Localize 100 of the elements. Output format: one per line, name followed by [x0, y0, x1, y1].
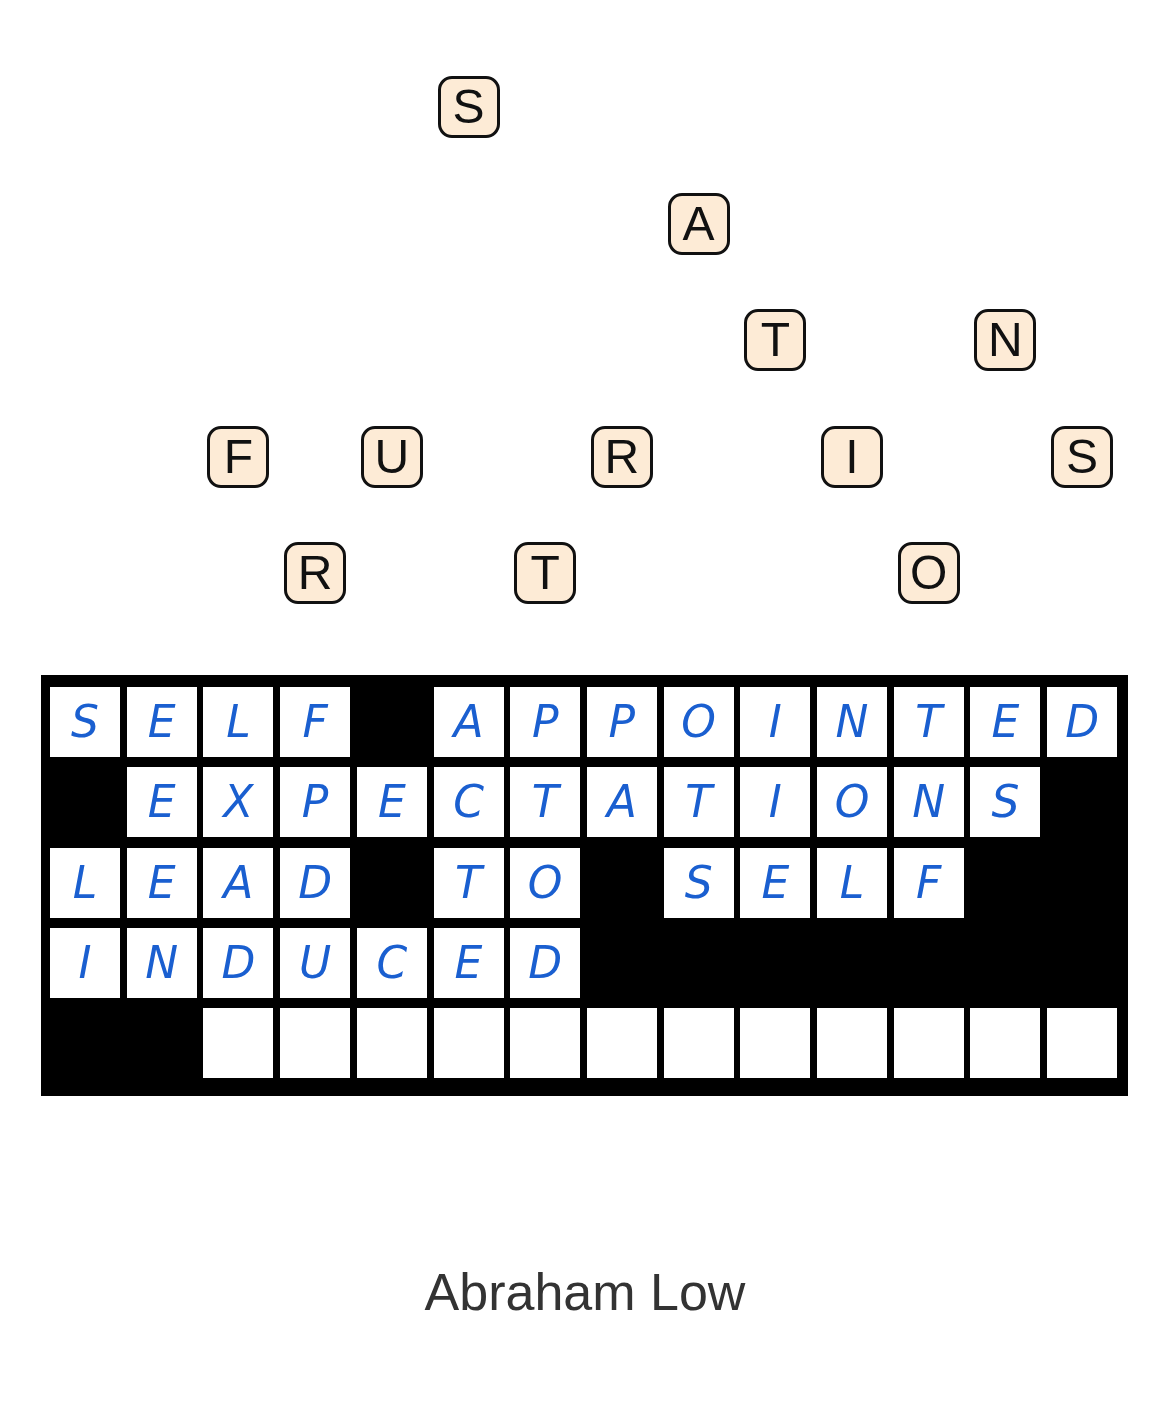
answer-cell	[126, 847, 197, 918]
answer-cell	[203, 767, 274, 838]
empty-answer-cell	[280, 1008, 351, 1079]
letter: T	[685, 780, 713, 825]
answer-cell	[356, 767, 427, 838]
letter-tile	[284, 542, 347, 604]
letter: E	[147, 700, 176, 744]
answer-cell	[126, 927, 197, 998]
answer-cell	[663, 767, 734, 838]
empty-answer-cell	[970, 1008, 1041, 1079]
empty-answer-cell	[510, 1008, 581, 1079]
letter-tile	[437, 76, 500, 138]
answer-cell	[893, 687, 964, 757]
answer-cell	[510, 847, 581, 918]
empty-answer-cell	[1047, 1008, 1118, 1079]
answer-cell	[433, 847, 504, 918]
answer-cell	[203, 847, 274, 918]
answer-cell	[586, 687, 657, 757]
answer-cell	[280, 687, 351, 757]
answer-cell	[817, 687, 887, 757]
empty-answer-cell	[663, 1008, 734, 1079]
letter-tile	[360, 425, 423, 488]
letter: L	[226, 700, 251, 744]
answer-cell	[510, 687, 581, 757]
letter: D	[1065, 700, 1100, 744]
answer-cell	[433, 767, 504, 838]
answer-cell	[50, 927, 120, 998]
letter: N	[835, 700, 869, 744]
answer-cell	[510, 767, 581, 838]
letter: F	[302, 700, 328, 744]
empty-answer-cell	[740, 1008, 811, 1079]
answer-cell	[893, 767, 964, 838]
letter: P	[301, 780, 329, 825]
letter: I	[845, 432, 859, 481]
letter: P	[608, 700, 636, 744]
answer-cell	[280, 847, 351, 918]
letter-tile	[744, 309, 807, 371]
letter: D	[298, 860, 333, 905]
letter: T	[915, 700, 943, 744]
letter: S	[684, 860, 713, 905]
empty-answer-cell	[356, 1008, 427, 1079]
letter: O	[527, 860, 563, 905]
answer-cell	[586, 767, 657, 838]
answer-cell	[50, 687, 120, 757]
empty-answer-cell	[586, 1008, 657, 1079]
letter: O	[834, 780, 870, 825]
letter: S	[452, 83, 485, 131]
answer-cell	[433, 687, 504, 757]
letter: E	[147, 780, 176, 825]
letter: T	[760, 316, 790, 364]
answer-cell	[126, 687, 197, 757]
letter: R	[604, 432, 640, 481]
letter: T	[530, 549, 560, 597]
empty-answer-cell	[893, 1008, 964, 1079]
letter: O	[910, 549, 948, 597]
letter: L	[839, 860, 865, 905]
letter: P	[531, 700, 559, 744]
answer-cell	[510, 927, 581, 998]
letter: I	[768, 700, 782, 744]
letter: I	[78, 940, 92, 985]
answer-cell	[970, 767, 1041, 838]
letter: D	[221, 940, 256, 985]
letter: S	[1066, 432, 1099, 481]
letter: N	[912, 780, 946, 825]
letter-tile	[590, 425, 653, 488]
letter: E	[454, 940, 483, 985]
letter: E	[761, 860, 790, 905]
letter: C	[453, 780, 484, 825]
answer-cell	[126, 767, 197, 838]
answer-cell	[1047, 687, 1118, 757]
letter: N	[988, 316, 1023, 364]
empty-answer-cell	[203, 1008, 274, 1079]
letter: S	[71, 700, 99, 744]
letter: D	[528, 940, 563, 985]
answer-cell	[280, 767, 351, 838]
letter: E	[991, 700, 1020, 744]
letter: F	[223, 432, 254, 481]
letter: C	[376, 940, 408, 985]
answer-cell	[970, 687, 1041, 757]
letter: O	[681, 700, 716, 744]
letter-tile	[207, 425, 270, 488]
answer-cell	[817, 767, 887, 838]
letter: X	[223, 780, 254, 825]
answer-cell	[893, 847, 964, 918]
answer-cell	[50, 847, 120, 918]
answer-cell	[433, 927, 504, 998]
answer-cell	[740, 687, 811, 757]
letter-tile	[1051, 425, 1114, 488]
answer-cell	[740, 847, 811, 918]
answer-cell	[203, 927, 274, 998]
letter: E	[377, 780, 406, 825]
letter: I	[768, 780, 782, 825]
answer-cell	[280, 927, 351, 998]
letter-tile	[974, 309, 1037, 371]
letter-tile	[821, 425, 883, 488]
letter: U	[374, 432, 410, 481]
letter: A	[223, 860, 254, 905]
letter: E	[147, 860, 176, 905]
letter-tile	[514, 542, 577, 604]
answer-cell	[356, 927, 427, 998]
